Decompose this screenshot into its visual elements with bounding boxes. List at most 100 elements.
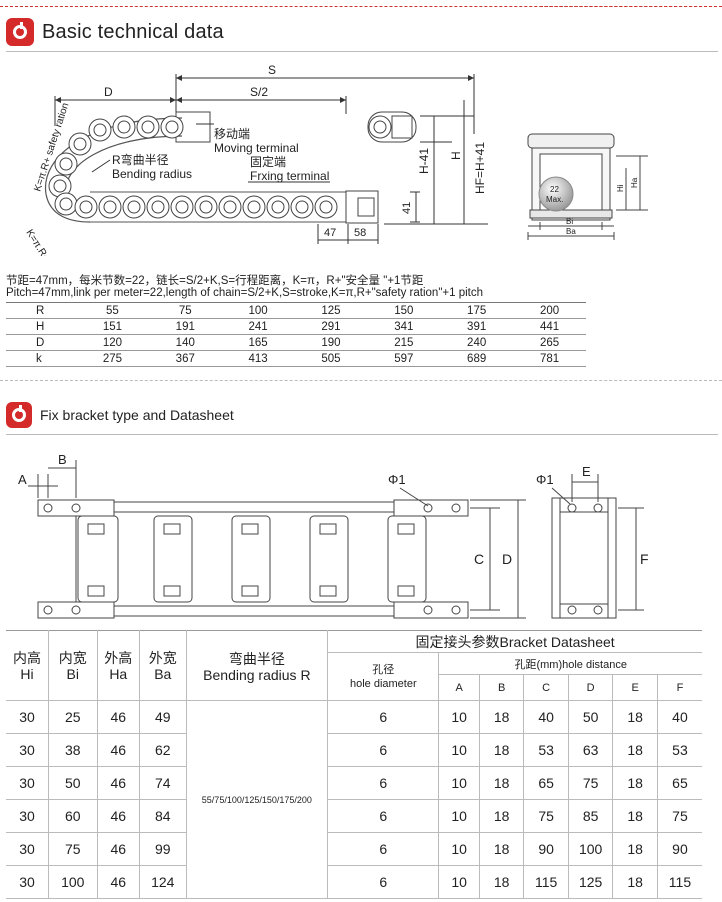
- dim-s-label: S: [268, 63, 276, 77]
- cell: 781: [513, 350, 586, 367]
- cell: 40: [523, 700, 569, 734]
- cell: 38: [48, 733, 98, 767]
- cell: 151: [76, 318, 149, 335]
- cell: R: [6, 302, 76, 319]
- cell: 75: [657, 799, 702, 833]
- dim-s2-label: S/2: [250, 85, 268, 99]
- ball-size-label: 22: [550, 185, 559, 194]
- power-icon: [6, 18, 34, 46]
- power-icon: [6, 402, 32, 428]
- cell: D: [6, 334, 76, 351]
- moving-en-label: Moving terminal: [214, 141, 299, 155]
- dim-hf-label: HF=H+41: [473, 142, 487, 194]
- cell: 341: [367, 318, 441, 335]
- cell: 124: [139, 865, 187, 899]
- cell: 165: [221, 334, 295, 351]
- cell: 413: [221, 350, 295, 367]
- cell: A: [438, 674, 480, 701]
- dim-d-label: D: [502, 551, 512, 567]
- cell: 90: [657, 832, 702, 866]
- cell: 215: [367, 334, 441, 351]
- cell: 6: [327, 865, 440, 899]
- ha-en-header: Ha: [109, 665, 128, 682]
- header-underline: [6, 434, 718, 435]
- phi-label: Φ1: [388, 472, 406, 487]
- cell: 18: [612, 700, 658, 734]
- dim-a-label: A: [18, 472, 27, 487]
- cell: 150: [367, 302, 441, 319]
- cell: 40: [657, 700, 702, 734]
- cell: 275: [76, 350, 149, 367]
- cell: 55: [76, 302, 149, 319]
- radius-values-cell: 55/75/100/125/150/175/200: [186, 700, 329, 899]
- dim-e-label: E: [582, 464, 591, 479]
- cell: 65: [657, 766, 702, 800]
- ba-cn-header: 外宽: [148, 649, 177, 666]
- ha-cn-header: 外高: [104, 649, 133, 666]
- bi-cn-header: 内宽: [58, 649, 87, 666]
- cross-section-diagram: 22 Max. Bi Ba Hi Ha: [527, 133, 648, 240]
- cell: 6: [327, 733, 440, 767]
- cell: 30: [6, 799, 49, 833]
- cell: 18: [612, 865, 658, 899]
- cell: E: [612, 674, 658, 701]
- cell: 30: [6, 700, 49, 734]
- cell: 25: [48, 700, 98, 734]
- cell: 18: [612, 766, 658, 800]
- cell: 18: [479, 733, 525, 767]
- cell: 18: [479, 799, 525, 833]
- bi-en-header: Bi: [66, 665, 79, 682]
- cell: 53: [657, 733, 702, 767]
- top-divider: [0, 6, 722, 7]
- cell: 18: [612, 799, 658, 833]
- cell: 46: [97, 733, 141, 767]
- cell: 200: [513, 302, 586, 319]
- cell: F: [657, 674, 702, 701]
- cell: 75: [523, 799, 569, 833]
- cell: 60: [48, 799, 98, 833]
- cell: 49: [139, 700, 187, 734]
- cell: 46: [97, 865, 141, 899]
- cell: D: [568, 674, 614, 701]
- hole-cn-header: 孔径: [372, 663, 395, 676]
- cell: 75: [568, 766, 614, 800]
- cell: 291: [294, 318, 368, 335]
- ha-label: Ha: [630, 177, 639, 188]
- cell: 46: [97, 799, 141, 833]
- ball-max-label: Max.: [546, 195, 563, 204]
- cell: 6: [327, 799, 440, 833]
- cell: 10: [438, 832, 480, 866]
- phi-right-label: Φ1: [536, 472, 554, 487]
- dim-47-label: 47: [324, 227, 336, 239]
- cell: 191: [148, 318, 222, 335]
- cell: 99: [139, 832, 187, 866]
- cell: 18: [479, 832, 525, 866]
- cell: 46: [97, 700, 141, 734]
- fixed-cn-label: 固定端: [250, 154, 286, 169]
- cell: 30: [6, 865, 49, 899]
- bend-en-label: Bending radius: [112, 167, 192, 181]
- cell: 18: [479, 700, 525, 734]
- bend-en-header: Bending radius R: [203, 667, 311, 683]
- bend-cn-header: 弯曲半径: [228, 651, 285, 667]
- cell: 62: [139, 733, 187, 767]
- cell: 63: [568, 733, 614, 767]
- cell: 53: [523, 733, 569, 767]
- cell: C: [523, 674, 569, 701]
- cell: 240: [440, 334, 514, 351]
- bracket-header: 固定接头参数Bracket Datasheet: [327, 630, 702, 653]
- cell: 18: [612, 733, 658, 767]
- cell: 10: [438, 865, 480, 899]
- fixed-en-label: Frxing terminal: [250, 169, 329, 183]
- cell: 30: [6, 832, 49, 866]
- cell: 18: [479, 766, 525, 800]
- cell: 597: [367, 350, 441, 367]
- hi-en-header: Hi: [20, 665, 34, 682]
- dim-41-label: 41: [401, 202, 413, 214]
- cell: 100: [221, 302, 295, 319]
- ba-en-header: Ba: [154, 665, 172, 682]
